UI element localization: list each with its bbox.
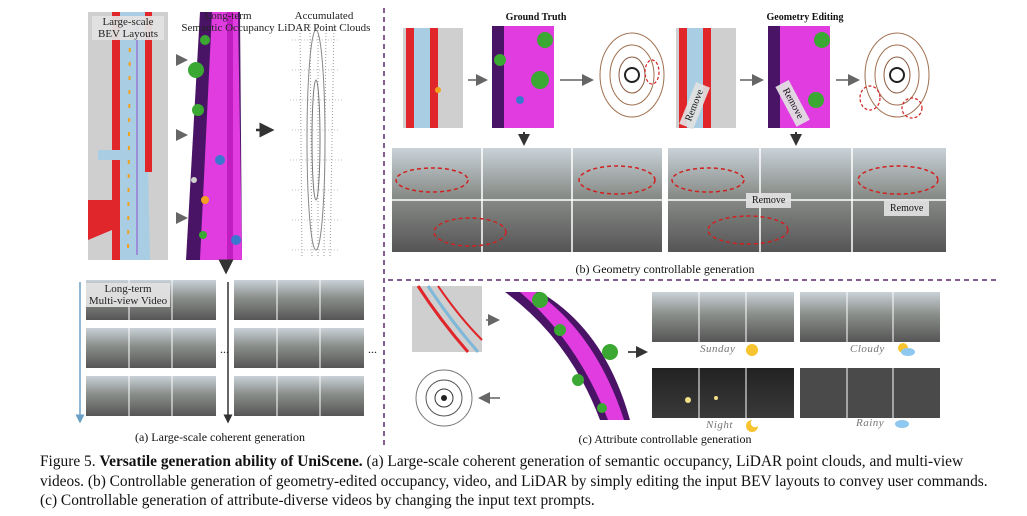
panel-c-occupancy [505,292,630,420]
geometry-editing-title: Geometry Editing [750,12,860,23]
multiview-video-label: Long-term Multi-view Video [86,283,170,307]
panel-b-sublabel: (b) Geometry controllable generation [520,262,810,277]
lidar-label: Accumulated LiDAR Point Clouds [274,10,374,34]
ellipsis-right: ... [368,342,377,357]
rain-cloud-icon [895,420,909,428]
remove-tag-video-1: Remove [746,193,791,208]
bev-layout-label: Large-scale BEV Layouts [92,16,164,40]
sun-icon [746,344,758,356]
panel-b-gt-bev [403,28,463,128]
remove-tag-video-2: Remove [884,201,929,216]
panel-a-semantic-occupancy [186,12,242,260]
panel-a-sublabel: (a) Large-scale coherent generation [80,430,360,445]
panel-b-gt-video [392,148,662,252]
panel-c-weather-videos [652,292,940,418]
moon-icon [746,420,758,432]
semantic-occupancy-label: Long-term Semantic Occupancy [180,10,276,34]
weather-label-rainy: Rainy [856,417,884,429]
panel-c-bev [412,286,482,352]
panel-b-edit-lidar [860,33,929,118]
panel-b-gt-occupancy [492,26,554,128]
caption-bold: Versatile generation ability of UniScene… [99,453,362,470]
figure-caption: Figure 5. Versatile generation ability o… [40,452,1000,511]
panel-a-lidar-points [282,22,342,260]
ground-truth-title: Ground Truth [486,12,586,23]
caption-prefix: Figure 5. [40,453,96,470]
weather-label-night: Night [706,419,733,431]
panel-b-edit-video [668,148,946,252]
panel-c-lidar [416,370,472,426]
panel-c-sublabel: (c) Attribute controllable generation [520,432,810,447]
panel-a-bev-layout [88,12,168,260]
panel-b-gt-lidar [600,33,664,117]
weather-label-sunday: Sunday [700,343,735,355]
weather-label-cloudy: Cloudy [850,343,885,355]
ellipsis-left: ... [220,342,229,357]
